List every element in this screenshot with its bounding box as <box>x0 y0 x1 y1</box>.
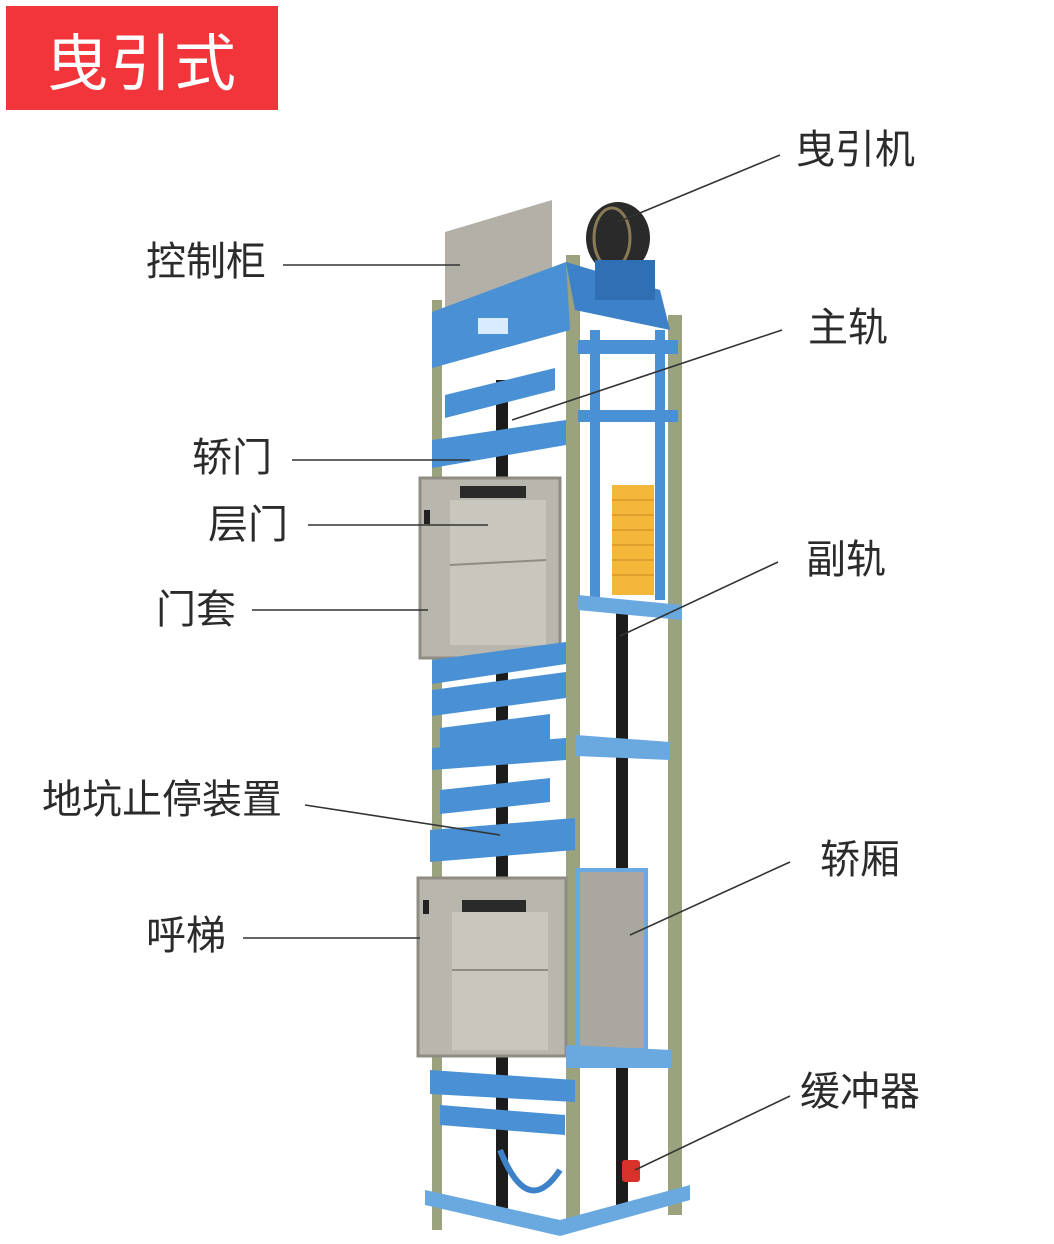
beam-6 <box>432 738 566 770</box>
leader-lines <box>243 154 791 1171</box>
beam-2 <box>432 420 566 468</box>
label-call-button: 呼梯 <box>146 913 226 959</box>
label-main-rail: 主轨 <box>808 305 888 351</box>
label-car: 轿厢 <box>820 837 900 883</box>
pit-stop-beam <box>430 818 575 862</box>
right-post <box>668 315 682 1215</box>
upper-door-header <box>460 486 526 498</box>
title-badge: 曳引式 <box>6 6 278 110</box>
cw-bottom-bar <box>578 595 682 620</box>
leader-traction-machine <box>617 154 781 223</box>
cw-frame-right <box>655 330 665 600</box>
label-buffer: 缓冲器 <box>800 1069 920 1115</box>
leader-aux-rail <box>619 561 779 637</box>
beam-7 <box>440 778 550 814</box>
car-bottom-frame <box>566 1045 672 1068</box>
machine-base <box>595 260 655 300</box>
label-traction-machine: 曳引机 <box>795 127 915 173</box>
upper-call-button <box>424 510 430 524</box>
label-control-cabinet: 控制柜 <box>146 239 266 285</box>
cw-frame-left <box>590 330 600 600</box>
pit-cable <box>497 1148 563 1194</box>
pit-beam-2 <box>440 1105 565 1135</box>
traction-machine-shape <box>586 202 650 274</box>
label-auxiliary-rail: 副轨 <box>806 537 886 583</box>
counterweight-slats <box>612 499 654 576</box>
label-door-frame: 门套 <box>156 587 236 633</box>
right-shelf-1 <box>576 735 670 760</box>
leader-car <box>629 861 791 936</box>
upper-door-panel <box>450 500 546 645</box>
leader-pit-stop <box>304 804 501 836</box>
beam-4 <box>432 672 566 716</box>
buffer-shape <box>622 1160 640 1182</box>
lower-door-header <box>462 900 526 912</box>
label-car-door: 轿门 <box>192 435 272 481</box>
top-slot <box>478 318 508 334</box>
lower-door-panel <box>452 912 548 1050</box>
base-frame <box>425 1185 690 1236</box>
leader-main-rail <box>511 329 783 421</box>
upper-door-seam <box>449 559 547 566</box>
top-platform <box>432 262 570 368</box>
label-landing-door: 层门 <box>208 502 288 548</box>
title-text: 曳引式 <box>45 27 238 100</box>
pit-beam-1 <box>430 1070 575 1102</box>
beam-1 <box>445 368 555 418</box>
car-shape <box>576 868 648 1052</box>
counterweight-block <box>612 485 654 595</box>
lower-call-button <box>423 900 429 914</box>
beam-3 <box>432 642 566 684</box>
leader-buffer <box>634 1095 791 1171</box>
cw-mid-bar <box>578 410 678 422</box>
cw-top-bar <box>578 340 678 354</box>
label-pit-stop-device: 地坑止停装置 <box>42 777 282 823</box>
